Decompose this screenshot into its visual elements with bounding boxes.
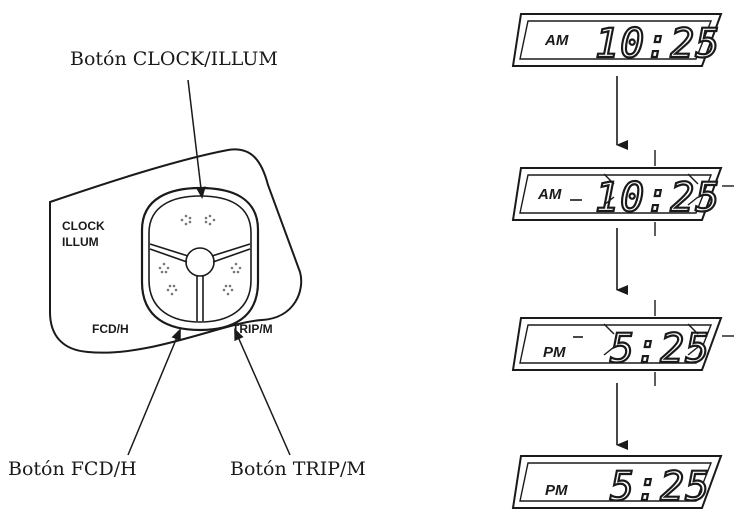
right-arrow-dots-icon	[204, 214, 216, 226]
clock-display-3: PM 5:25	[511, 300, 734, 386]
button-dividers	[149, 243, 251, 321]
display-1-time: 10:25	[595, 21, 720, 67]
trip-m-button[interactable]	[205, 252, 249, 320]
up-arrow-dots-icon	[230, 262, 242, 274]
display-3-period: PM	[543, 344, 566, 361]
callout-trip-m: Botón TRIP/M	[230, 458, 366, 480]
callout-fcd-h: Botón FCD/H	[8, 458, 137, 480]
clock-display-1: AM 10:25	[511, 13, 723, 68]
down-arrow-dots-icon	[222, 284, 234, 296]
panel-outline	[49, 148, 303, 354]
blink-indicator-icon	[603, 300, 734, 386]
clock-display-4: PM 5:25	[511, 455, 723, 511]
button-cluster-outer	[140, 186, 260, 332]
display-sequence: AM 10:25 AM 10:25 PM	[511, 13, 734, 511]
display-3-time: 5:25	[610, 326, 710, 372]
panel-label-trip-m: TRIP/M	[232, 322, 273, 336]
display-2-time: 10:25	[595, 175, 720, 221]
fcd-h-button[interactable]	[151, 252, 195, 320]
callout-arrow-fcd-h	[127, 328, 181, 456]
clock-display-2: AM 10:25	[511, 150, 734, 236]
down-arrow-dots-icon	[166, 284, 178, 296]
button-panel: CLOCK ILLUM FCD/H TRIP/M	[49, 148, 303, 354]
blink-indicator-icon	[603, 150, 734, 236]
panel-label-clock: CLOCK	[62, 219, 105, 233]
panel-label-illum: ILLUM	[62, 235, 99, 249]
callout-arrow-trip-m	[234, 328, 291, 456]
left-arrow-dots-icon	[180, 214, 192, 226]
button-cluster-inner	[148, 195, 252, 323]
display-1-period: AM	[544, 32, 569, 49]
center-hub	[185, 247, 215, 277]
callout-arrow-clock-illum	[187, 79, 206, 199]
panel-label-fcd-h: FCD/H	[92, 322, 129, 336]
callout-clock-illum: Botón CLOCK/ILLUM	[70, 48, 278, 70]
up-arrow-dots-icon	[158, 262, 170, 274]
display-2-period: AM	[537, 186, 562, 203]
display-4-time: 5:25	[610, 464, 710, 510]
display-4-period: PM	[545, 482, 568, 499]
clock-illum-button[interactable]	[155, 214, 245, 253]
